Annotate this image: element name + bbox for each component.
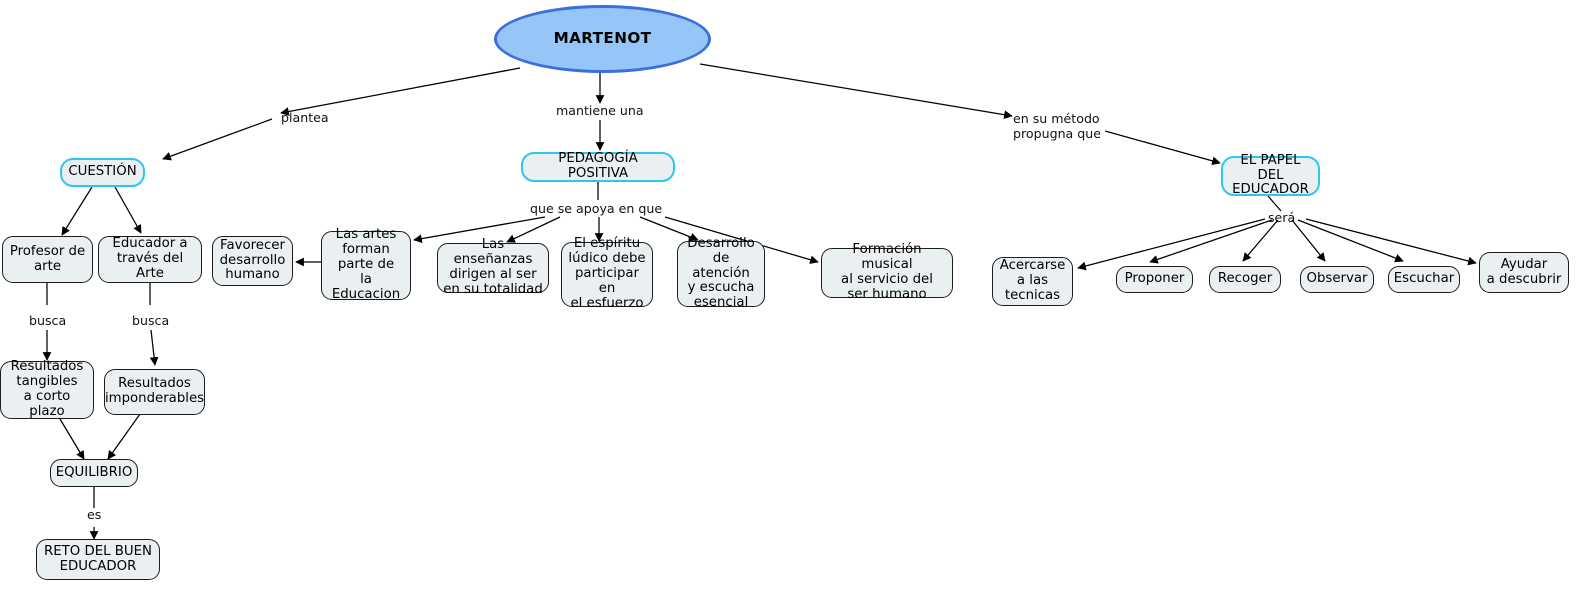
node-recoger[interactable]: Recoger bbox=[1209, 266, 1281, 293]
node-resultados-imponderables[interactable]: Resultados imponderables bbox=[104, 369, 205, 415]
edge-busca-imponderables bbox=[149, 329, 159, 366]
edge-label-busca-right: busca bbox=[132, 313, 170, 328]
edge-apoya-formacion bbox=[664, 216, 819, 264]
edge-sera-observar bbox=[1291, 219, 1326, 262]
edge-sera-escuchar bbox=[1297, 219, 1404, 263]
edge-label-sera: será bbox=[1268, 210, 1296, 225]
node-favorecer-desarrollo-humano[interactable]: Favorecer desarrollo humano bbox=[212, 236, 293, 286]
node-acercarse-a-las-tecnicas[interactable]: Acercarse a las tecnicas bbox=[992, 257, 1073, 306]
node-martenot[interactable]: MARTENOT bbox=[494, 5, 711, 73]
edge-cuestion-profesor bbox=[61, 186, 93, 236]
edge-papel-label bbox=[1267, 195, 1282, 212]
node-reto-del-buen-educador[interactable]: RETO DEL BUEN EDUCADOR bbox=[36, 539, 160, 580]
edge-sera-acercarse bbox=[1077, 218, 1266, 271]
node-formacion-musical[interactable]: Formación musical al servicio del ser hu… bbox=[821, 242, 953, 302]
edge-label-en-su-metodo-propugna-que: en su método propugna que bbox=[1013, 111, 1101, 141]
node-desarrollo-atencion-escucha[interactable]: Desarrollo de atención y escucha esencia… bbox=[677, 236, 765, 310]
edge-sera-proponer bbox=[1149, 219, 1273, 264]
node-las-artes-forman-parte[interactable]: Las artes forman parte de la Educacion bbox=[321, 227, 411, 302]
node-proponer[interactable]: Proponer bbox=[1116, 266, 1193, 293]
node-profesor-de-arte[interactable]: Profesor de arte bbox=[2, 236, 93, 283]
node-escuchar[interactable]: Escuchar bbox=[1388, 266, 1460, 293]
edge-cuestion-educador bbox=[114, 186, 142, 234]
edge-sera-recoger bbox=[1242, 219, 1279, 262]
edge-label-busca-left: busca bbox=[29, 313, 67, 328]
edge-root-cuestion bbox=[280, 67, 521, 116]
edge-label-plantea: plantea bbox=[281, 110, 329, 125]
node-espiritu-ludico[interactable]: El espíritu lúdico debe participar en el… bbox=[561, 236, 653, 311]
edge-root-papel bbox=[699, 63, 1013, 120]
node-observar[interactable]: Observar bbox=[1300, 266, 1374, 293]
edge-label-mantiene-una: mantiene una bbox=[556, 103, 644, 118]
edge-apoya-artes bbox=[413, 216, 546, 243]
edge-imponderables-equilibrio bbox=[107, 413, 141, 460]
edge-apoya-ensenanzas bbox=[506, 216, 561, 243]
edge-label-que-se-apoya-en-que: que se apoya en que bbox=[530, 201, 663, 216]
node-las-ensenanzas-dirigen[interactable]: Las enseñanzas dirigen al ser en su tota… bbox=[437, 237, 549, 297]
node-papel-del-educador[interactable]: EL PAPEL DEL EDUCADOR bbox=[1221, 153, 1320, 197]
node-cuestion[interactable]: CUESTIÓN bbox=[60, 158, 145, 187]
edge-tangibles-equilibrio bbox=[59, 418, 85, 460]
node-educador-a-traves-del-arte[interactable]: Educador a través del Arte bbox=[98, 236, 202, 283]
node-pedagogia-positiva[interactable]: PEDAGOGÍA POSITIVA bbox=[521, 151, 675, 182]
edge-label-es: es bbox=[87, 507, 102, 522]
edge-sera-ayudar bbox=[1305, 218, 1477, 266]
node-ayudar-a-descubrir[interactable]: Ayudar a descubrir bbox=[1479, 252, 1569, 293]
edge-root-papel-b bbox=[1104, 130, 1221, 166]
node-equilibrio[interactable]: EQUILIBRIO bbox=[50, 459, 138, 487]
edge-apoya-desarrollo bbox=[639, 216, 699, 242]
edge-root-cuestion-b bbox=[162, 118, 273, 161]
node-resultados-tangibles[interactable]: Resultados tangibles a corto plazo bbox=[0, 359, 94, 419]
